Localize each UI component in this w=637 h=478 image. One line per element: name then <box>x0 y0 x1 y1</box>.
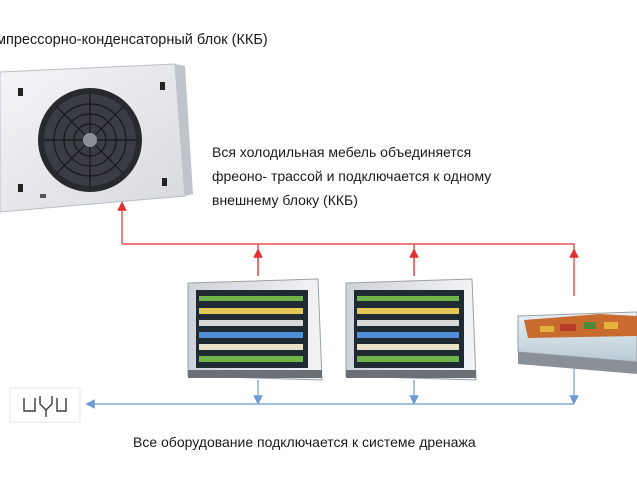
description-line-2: фреоно- трассой и подключается к одному <box>212 168 492 184</box>
description-line-1: Вся холодильная мебель объединяется <box>212 144 472 160</box>
drain-caption: Все оборудование подключается к системе … <box>133 434 476 450</box>
refrigerated-display-case-icon <box>187 278 323 381</box>
description-text: Вся холодильная мебель объединяется фрео… <box>212 140 491 212</box>
description-line-3: внешнему блоку (ККБ) <box>212 192 358 208</box>
drain-icon <box>9 387 81 423</box>
diagram-title: мпрессорно-конденсаторный блок (ККБ) <box>0 32 268 48</box>
condensing-unit-icon <box>0 63 193 213</box>
refrigerant-line <box>117 201 579 296</box>
refrigerated-display-case-icon <box>345 278 477 381</box>
drain-line <box>85 368 579 409</box>
serve-over-counter-icon <box>517 311 637 374</box>
